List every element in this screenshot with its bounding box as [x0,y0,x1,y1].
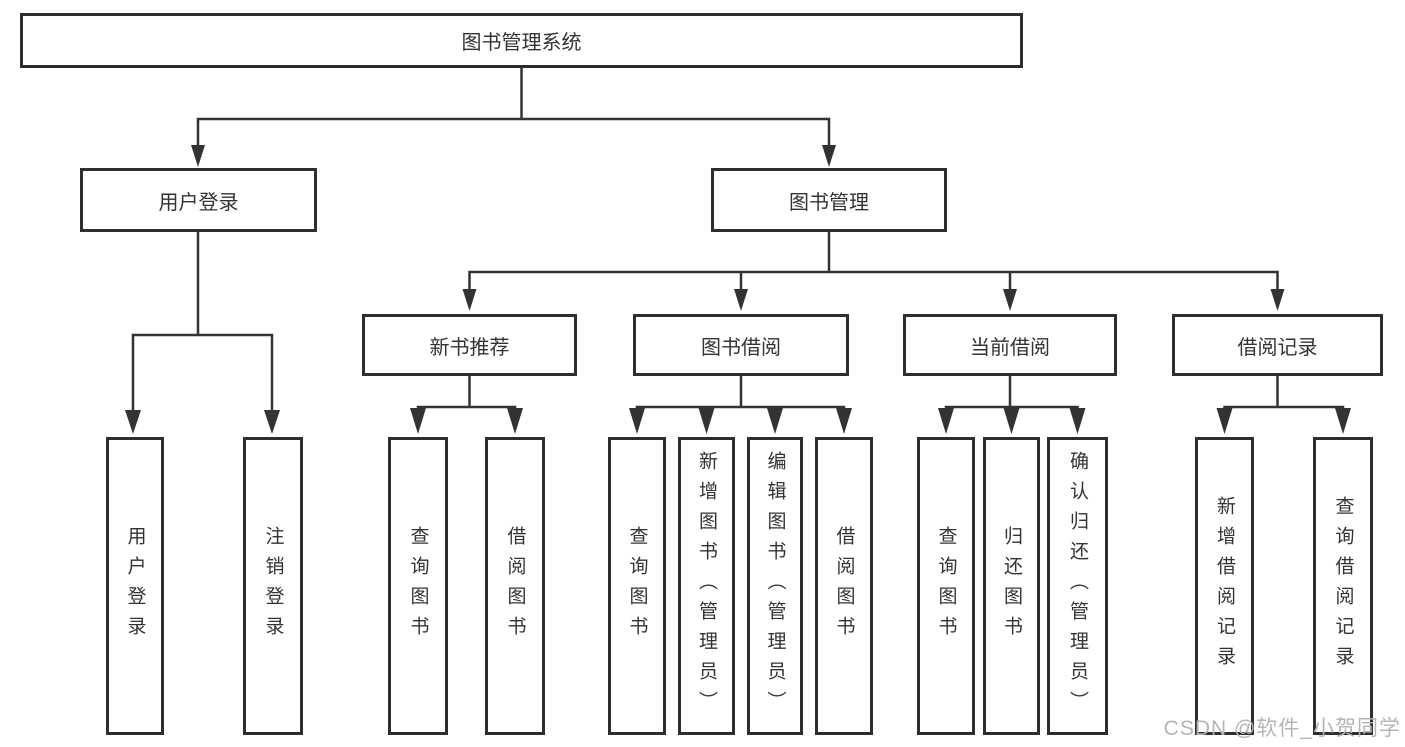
leaf-borrow-books-recommend: 借阅图书 [485,437,545,735]
node-root-label: 图书管理系统 [461,32,582,54]
node-new-book-recommend-label: 新书推荐 [429,336,510,359]
leaf-query-books-current-label: 查询图书 [935,526,957,646]
leaf-query-books-current: 查询图书 [917,437,975,735]
leaf-edit-book-admin: 编辑图书（管理员） [747,437,803,735]
node-book-management-label: 图书管理 [789,191,869,214]
leaf-borrow-books-recommend-label: 借阅图书 [504,526,526,646]
node-current-borrow-label: 当前借阅 [970,336,1050,359]
node-borrow-records-label: 借阅记录 [1237,336,1318,359]
node-book-management: 图书管理 [711,168,947,232]
leaf-user-login-label: 用户登录 [124,526,146,646]
leaf-logout-label: 注销登录 [262,526,284,646]
leaf-query-books-recommend-label: 查询图书 [407,526,429,646]
node-book-borrow-label: 图书借阅 [701,336,781,359]
leaf-edit-book-admin-label: 编辑图书（管理员） [764,451,786,721]
leaf-query-books-borrow-label: 查询图书 [626,526,648,646]
leaf-add-book-admin-label: 新增图书（管理员） [696,451,717,721]
leaf-borrow-books-borrow: 借阅图书 [815,437,873,735]
node-current-borrow: 当前借阅 [903,314,1117,376]
leaf-borrow-books-borrow-label: 借阅图书 [833,526,855,646]
leaf-query-borrow-record: 查询借阅记录 [1313,437,1373,735]
node-new-book-recommend: 新书推荐 [362,314,577,376]
leaf-logout: 注销登录 [243,437,303,735]
node-user-login-label: 用户登录 [158,191,239,214]
leaf-add-borrow-record: 新增借阅记录 [1195,437,1254,735]
leaf-query-borrow-record-label: 查询借阅记录 [1332,496,1354,676]
leaf-confirm-return-admin: 确认归还（管理员） [1047,437,1108,735]
leaf-confirm-return-admin-label: 确认归还（管理员） [1067,451,1088,721]
leaf-query-books-recommend: 查询图书 [388,437,448,735]
watermark: CSDN @软件_小贺同学 [1163,717,1401,740]
node-user-login: 用户登录 [80,168,317,232]
leaf-add-borrow-record-label: 新增借阅记录 [1214,496,1235,676]
leaf-query-books-borrow: 查询图书 [608,437,666,735]
node-borrow-records: 借阅记录 [1172,314,1383,376]
node-root: 图书管理系统 [20,13,1023,68]
node-book-borrow: 图书借阅 [633,314,849,376]
leaf-return-book: 归还图书 [983,437,1040,735]
leaf-return-book-label: 归还图书 [1001,526,1022,646]
leaf-user-login: 用户登录 [106,437,164,735]
leaf-add-book-admin: 新增图书（管理员） [678,437,735,735]
